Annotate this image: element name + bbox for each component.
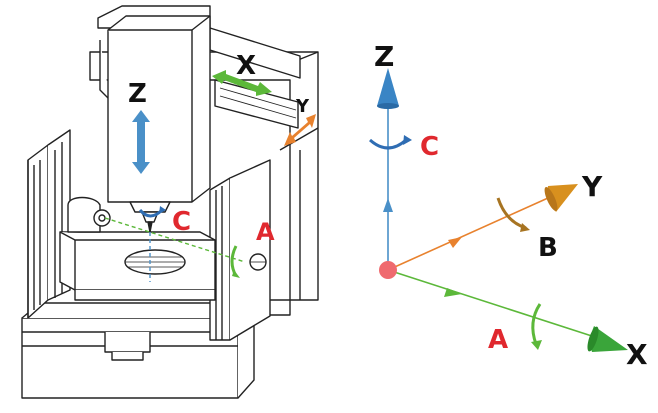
- axis-label-b: B: [538, 233, 558, 263]
- machine-label-z: Z: [128, 79, 147, 109]
- left-wall: [27, 129, 71, 319]
- a-rotation-arrow: [531, 303, 542, 345]
- x-motion-arrow: [212, 70, 272, 96]
- b-rotation-arrowhead: [520, 223, 530, 232]
- c-rotation-arrowhead: [403, 135, 412, 145]
- machine-label-x: X: [236, 51, 256, 81]
- cnc-machine: [21, 5, 319, 399]
- axis-label-c: C: [420, 132, 439, 162]
- y-cone-base: [544, 187, 558, 211]
- x-axis-line: [387, 269, 599, 339]
- x-cone-base: [587, 326, 599, 352]
- x-axis-cone: [590, 326, 628, 352]
- axis-label-a: A: [488, 325, 508, 355]
- machine-label-c: C: [172, 207, 191, 237]
- a-axis-line: [104, 217, 246, 263]
- y-axis-mid-arrow: [448, 237, 462, 248]
- right-wall: [209, 159, 271, 341]
- spindle-head: [107, 15, 211, 233]
- rotary-table: [59, 196, 216, 301]
- machine-label-y: Y: [295, 96, 310, 117]
- z-axis-cone: [377, 68, 399, 109]
- origin-point: [379, 261, 397, 279]
- z-cone-base: [377, 103, 399, 109]
- coordinate-axes: [369, 68, 628, 352]
- machine-c-arrowhead: [159, 206, 166, 214]
- b-rotation-arrow: [496, 197, 527, 230]
- axis-label-y: Y: [581, 170, 603, 203]
- z-axis-mid-arrow: [383, 198, 393, 212]
- axis-label-z: Z: [374, 40, 394, 73]
- x-axis-mid-arrow: [444, 288, 462, 297]
- z-motion-arrow: [132, 110, 150, 174]
- y-motion-arrow: [284, 114, 316, 146]
- machine-label-a: A: [256, 218, 275, 246]
- a-rotation-arrowhead: [531, 340, 542, 350]
- axis-label-x: X: [626, 338, 648, 371]
- y-axis-line: [387, 197, 549, 271]
- machine-a-arrowhead: [232, 270, 240, 278]
- machine-arrows: [132, 70, 316, 278]
- c-rotation-arrow: [369, 138, 407, 150]
